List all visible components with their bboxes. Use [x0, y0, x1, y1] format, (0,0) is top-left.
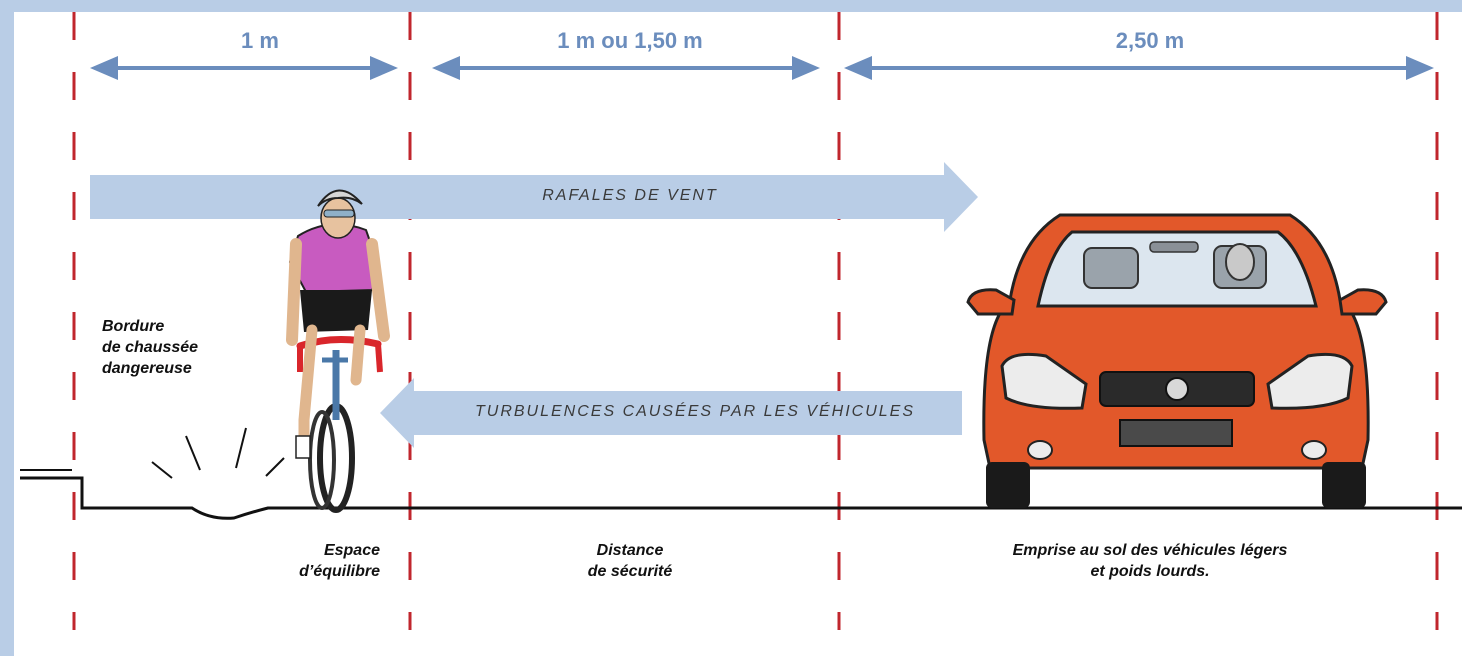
pothole-crack-icon [151, 427, 285, 479]
border-label: Bordure de chaussée dangereuse [102, 316, 198, 379]
vehicle-footprint-label: Emprise au sol des véhicules légers et p… [960, 540, 1340, 582]
balance-label-line1: Espace [323, 542, 380, 559]
safety-distance-label: Distance de sécurité [540, 540, 720, 582]
balance-space-label: Espace d’équilibre [250, 540, 380, 582]
dimension-arrow-2 [432, 56, 820, 80]
turbulence-band-arrow [380, 378, 962, 448]
dimension-arrow-1 [90, 56, 398, 80]
wind-band-label: RAFALES DE VENT [542, 187, 718, 204]
cyclist-illustration [286, 189, 390, 513]
car-illustration [966, 213, 1388, 508]
footprint-label-line1: Emprise au sol des véhicules légers [1012, 542, 1288, 559]
dimension-arrow-3 [844, 56, 1434, 80]
dimension-label-1: 1 m [241, 28, 279, 53]
wind-band-arrow [90, 162, 978, 232]
safety-label-line1: Distance [596, 542, 664, 559]
safety-label-line2: de sécurité [587, 563, 673, 580]
road-surface-line [20, 476, 1462, 520]
border-label-line2: de chaussée [102, 339, 199, 356]
border-label-line3: dangereuse [102, 360, 192, 377]
balance-label-line2: d’équilibre [299, 563, 380, 580]
dimension-label-2: 1 m ou 1,50 m [557, 28, 703, 53]
turbulence-band-label: TURBULENCES CAUSÉES PAR LES VÉHICULES [474, 403, 916, 420]
border-label-line1: Bordure [102, 318, 165, 335]
footprint-label-line2: et poids lourds. [1090, 563, 1210, 580]
dimension-label-3: 2,50 m [1115, 28, 1185, 53]
